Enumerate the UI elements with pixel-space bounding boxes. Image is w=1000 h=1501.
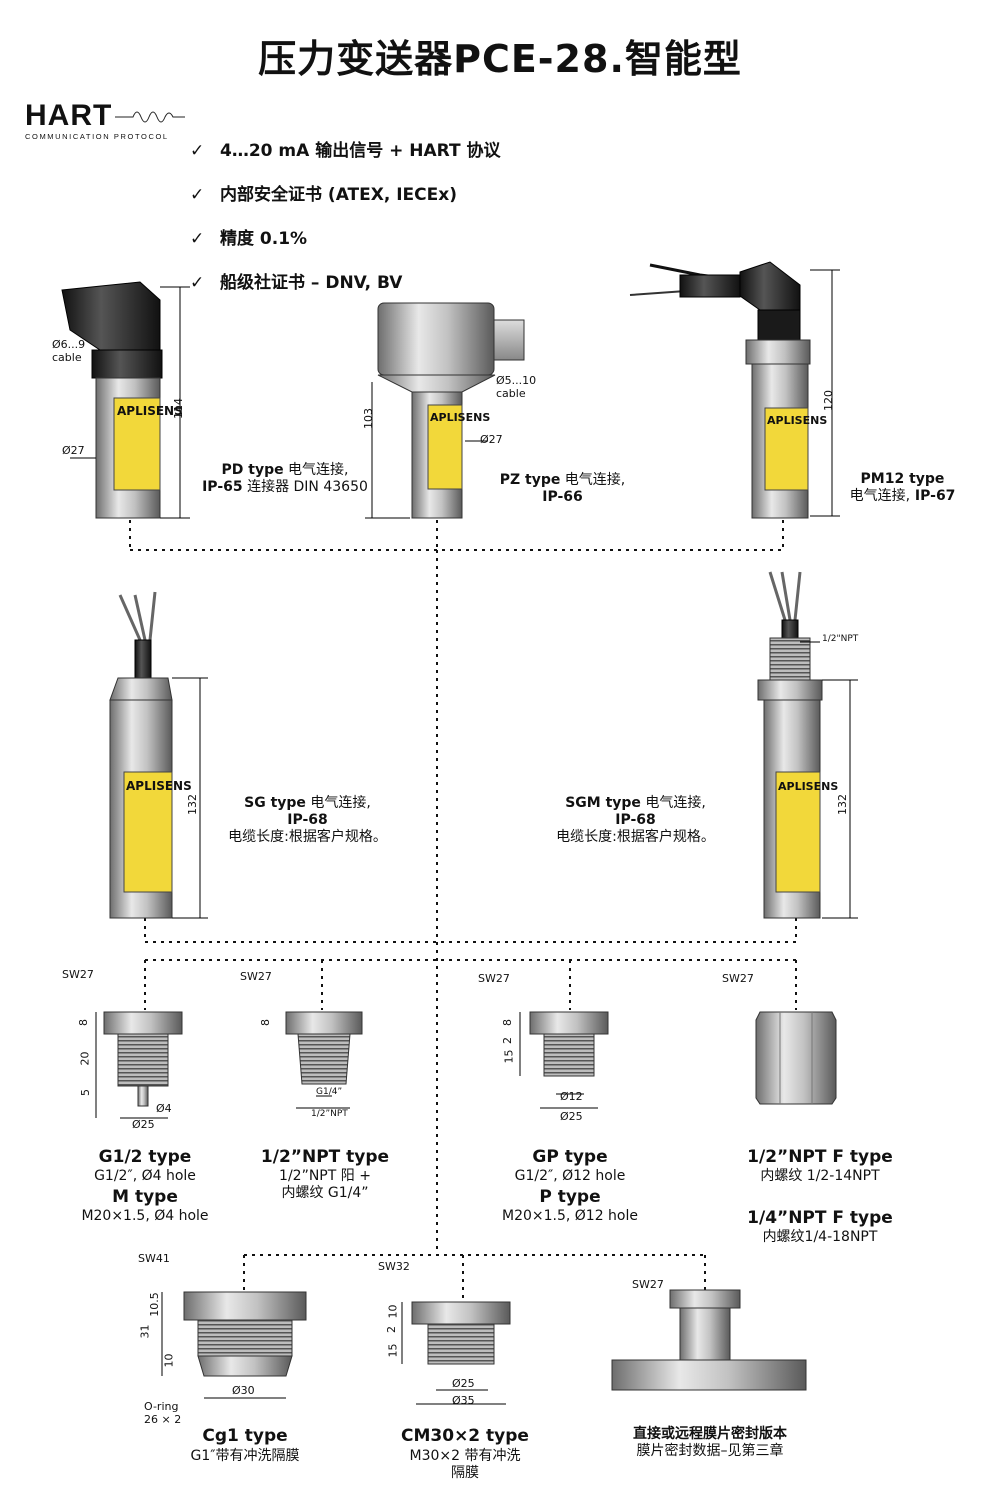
sgm-type-caption: SGM type 电气连接, IP-68 电缆长度:根据客户规格。 — [556, 795, 715, 845]
brand-label: APLISENS — [430, 411, 491, 424]
cm30-sw-label: SW32 — [378, 1260, 410, 1273]
feature-item: ✓精度 0.1% — [190, 229, 308, 249]
g12-sw-label: SW27 — [62, 968, 94, 981]
seal-type-name: 直接或远程膜片密封版本 — [633, 1426, 787, 1442]
nptf-type-desc: 内螺纹 1/2-14NPT — [760, 1168, 880, 1184]
g12-dim-label: 20 — [78, 1051, 92, 1066]
g12-dim-label: 8 — [77, 1019, 90, 1026]
sgm-npt-label: 1/2"NPT — [822, 634, 859, 644]
hart-logo-sub: COMMUNICATION PROTOCOL — [25, 132, 169, 141]
gp-dim-label: 8 — [501, 1019, 514, 1026]
g12-type-name: G1/2 type — [98, 1147, 192, 1167]
seal-type-desc: 膜片密封数据–见第三章 — [636, 1443, 784, 1459]
pd-height-label: 114 — [172, 398, 185, 419]
gp-dia-label: Ø12 — [560, 1090, 583, 1103]
npt-sw-label: SW27 — [240, 970, 272, 983]
feature-item: ✓船级社证书 – DNV, BV — [190, 273, 403, 293]
cm30-type-name: CM30×2 type — [401, 1426, 529, 1446]
cm30-fitting-drawing — [401, 1301, 511, 1405]
cm30-dim-label: 2 — [385, 1326, 398, 1333]
gp-type-name: GP type — [532, 1147, 608, 1167]
pd-type-drawing — [61, 281, 190, 519]
cg1-type-name: Cg1 type — [202, 1426, 288, 1446]
npt-n-label: 1/2”NPT — [311, 1109, 348, 1119]
pz-height-label: 103 — [362, 408, 375, 429]
cm30-dim-label: 15 — [386, 1343, 400, 1358]
feature-item: ✓4…20 mA 输出信号 + HART 协议 — [190, 141, 501, 161]
p-type-name: P type — [539, 1187, 601, 1207]
pm12-height-label: 120 — [822, 390, 835, 411]
pz-type-drawing — [365, 302, 525, 519]
cm30-type-desc2: 隔膜 — [451, 1465, 479, 1481]
g12-dia-label: Ø25 — [132, 1118, 155, 1131]
sg-height-label: 132 — [186, 794, 199, 815]
g12-dim-label: 5 — [79, 1089, 92, 1096]
wave-icon — [115, 111, 185, 123]
cm30-type-desc: M30×2 带有冲洗 — [409, 1448, 521, 1464]
cg1-dim-label: 31 — [138, 1324, 152, 1339]
pm12-type-caption: PM12 type 电气连接, IP-67 — [849, 471, 956, 504]
cm30-dia-label: Ø25 — [452, 1377, 475, 1390]
sgm-height-label: 132 — [836, 794, 849, 815]
gp-dim-label: 2 — [501, 1037, 514, 1044]
pd-diameter-label: Ø27 — [62, 444, 85, 457]
g12-dia-label: Ø4 — [156, 1102, 172, 1115]
m-type-name: M type — [112, 1187, 178, 1207]
npt-dim-label: 8 — [259, 1019, 272, 1026]
gp-fitting-drawing — [519, 1011, 609, 1109]
hart-logo: HART COMMUNICATION PROTOCOL — [25, 99, 185, 141]
hart-logo-word: HART — [25, 99, 113, 132]
m-type-desc: M20×1.5, Ø4 hole — [81, 1208, 209, 1224]
npt-g-label: G1/4” — [316, 1087, 343, 1097]
page-title: 压力变送器PCE-28.智能型 — [258, 37, 742, 81]
npt-fitting-drawing — [285, 1011, 363, 1109]
npt-type-desc2: 内螺纹 G1/4” — [281, 1185, 369, 1201]
brand-label: APLISENS — [778, 780, 839, 793]
seal-sw-label: SW27 — [632, 1278, 664, 1291]
gp-dia-label: Ø25 — [560, 1110, 583, 1123]
sg-type-caption: SG type 电气连接, IP-68 电缆长度:根据客户规格。 — [228, 795, 387, 845]
brand-label: APLISENS — [126, 779, 192, 793]
pd-type-caption: PD type 电气连接, IP-65 连接器 DIN 43650 — [202, 462, 368, 495]
feature-item: ✓内部安全证书 (ATEX, IECEx) — [190, 185, 457, 205]
brand-label: APLISENS — [767, 414, 828, 427]
nptf-type-name: 1/2”NPT F type — [747, 1147, 893, 1167]
sgm-type-drawing — [757, 571, 858, 919]
g12-fitting-drawing — [95, 1011, 183, 1119]
cm30-dia-label: Ø35 — [452, 1394, 475, 1407]
seal-drawing — [611, 1289, 807, 1391]
nptf14-type-desc: 内螺纹1/4-18NPT — [762, 1229, 878, 1245]
cg1-type-desc: G1″带有冲洗隔膜 — [190, 1448, 300, 1464]
cg1-dim-label: 10 — [162, 1353, 176, 1368]
npt-type-desc: 1/2”NPT 阳 + — [279, 1168, 371, 1184]
cm30-dim-label: 10 — [386, 1304, 400, 1319]
nptf-sw-label: SW27 — [722, 972, 754, 985]
gp-dim-label: 15 — [502, 1049, 516, 1064]
sg-type-drawing — [109, 591, 208, 919]
cg1-dim-label: 10.5 — [147, 1292, 161, 1317]
pz-diameter-label: Ø27 — [480, 433, 503, 446]
gp-sw-label: SW27 — [478, 972, 510, 985]
g12-type-desc: G1/2″, Ø4 hole — [94, 1168, 196, 1184]
nptf14-type-name: 1/4”NPT F type — [747, 1208, 893, 1228]
p-type-desc: M20×1.5, Ø12 hole — [501, 1208, 638, 1224]
nptf-fitting-drawing — [755, 1011, 837, 1105]
cg1-fitting-drawing — [161, 1291, 307, 1399]
brand-label: APLISENS — [117, 404, 183, 418]
cg1-dia-label: Ø30 — [232, 1384, 255, 1397]
cg1-sw-label: SW41 — [138, 1252, 170, 1265]
connector-lines — [129, 520, 797, 1300]
pz-type-caption: PZ type 电气连接, IP-66 — [499, 472, 626, 505]
gp-type-desc: G1/2″, Ø12 hole — [514, 1168, 626, 1184]
npt-type-name: 1/2”NPT type — [260, 1147, 390, 1167]
pm12-type-drawing — [629, 261, 840, 519]
